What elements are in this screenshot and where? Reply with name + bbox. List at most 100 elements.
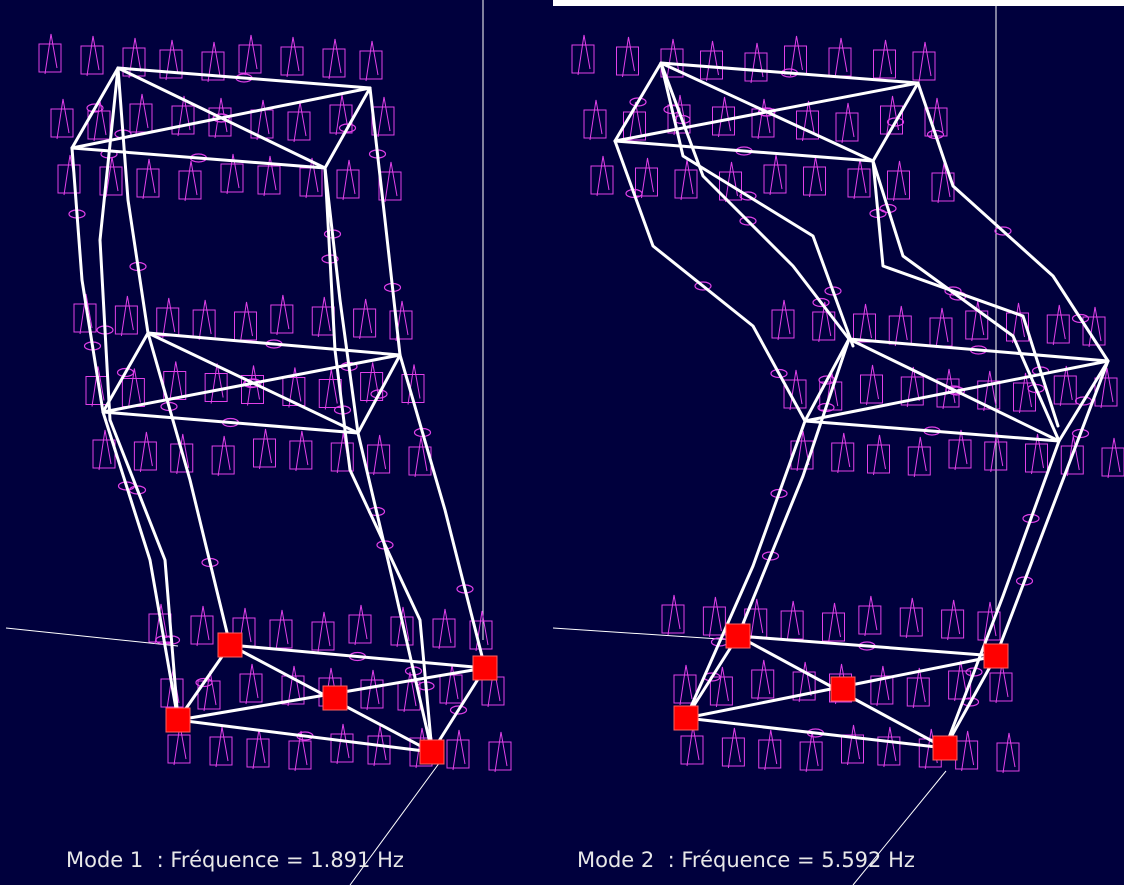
slab-element-marker <box>996 742 1020 772</box>
member-element-marker <box>116 367 135 378</box>
slab-element-glyph <box>596 155 610 197</box>
mode-1-caption: Mode 1 : Fréquence = 1.891 Hz <box>66 848 404 872</box>
slab-element-glyph <box>403 671 417 713</box>
member-element-marker <box>195 677 213 688</box>
slab-element-glyph <box>154 603 168 645</box>
slab-element-marker <box>571 44 595 74</box>
slab-element-marker <box>253 438 276 468</box>
frame-member <box>659 61 920 85</box>
slab-element-marker <box>929 317 953 347</box>
slab-element-glyph <box>256 99 270 141</box>
frame-member <box>98 66 180 722</box>
slab-element-glyph <box>667 594 681 636</box>
slab-element-glyph <box>809 156 822 198</box>
slab-element-glyph <box>366 362 380 403</box>
slab-element-glyph <box>263 155 277 197</box>
slab-element-marker <box>955 740 979 770</box>
slab-element-marker <box>367 444 391 474</box>
slab-element-marker <box>299 167 323 197</box>
slab-element-marker <box>114 305 138 335</box>
slab-element-marker <box>907 446 931 476</box>
member-element-marker <box>947 386 966 396</box>
slab-element-marker <box>353 308 377 338</box>
slab-element-glyph <box>947 599 961 641</box>
slab-element-marker <box>1013 382 1036 412</box>
slab-element-marker <box>239 673 263 703</box>
support-node <box>983 643 1009 669</box>
slab-element-marker <box>873 49 896 79</box>
slab-element-marker <box>721 737 745 767</box>
slab-element-glyph <box>196 605 210 647</box>
support-node <box>165 707 191 733</box>
frame-member <box>613 139 807 720</box>
support-node <box>419 739 445 765</box>
frame-member <box>70 146 327 170</box>
slab-element-marker <box>38 43 62 73</box>
slab-element-glyph <box>366 669 380 711</box>
slab-element-glyph <box>226 153 240 195</box>
slab-element-glyph <box>295 430 309 472</box>
frame-member <box>101 331 150 414</box>
slab-element-glyph <box>757 659 771 701</box>
slab-element-glyph <box>288 367 302 408</box>
slab-element-glyph <box>841 102 855 144</box>
slab-element-glyph <box>207 41 221 83</box>
slab-element-glyph <box>622 36 635 78</box>
frame-member <box>943 654 998 750</box>
slab-element-glyph <box>906 366 920 408</box>
slab-element-glyph <box>354 604 368 646</box>
slab-element-glyph <box>317 611 331 653</box>
slab-element-marker <box>360 679 384 709</box>
frame-member <box>228 643 487 670</box>
member-element-marker <box>944 286 962 296</box>
slab-element-glyph <box>275 609 289 651</box>
slab-element-marker <box>1025 443 1048 473</box>
slab-element-glyph <box>177 95 191 137</box>
slab-element-glyph <box>244 34 258 76</box>
member-element-marker <box>212 113 230 123</box>
slab-element-glyph <box>859 303 872 345</box>
slab-element-glyph <box>853 158 867 200</box>
slab-element-glyph <box>1107 437 1121 479</box>
slab-element-marker <box>702 606 726 636</box>
slab-element-glyph <box>935 307 949 349</box>
slab-element-glyph <box>876 665 890 707</box>
slab-element-marker <box>80 45 104 75</box>
slab-element-glyph <box>176 433 190 475</box>
slab-element-glyph <box>1012 302 1025 344</box>
slab-element-glyph <box>577 34 591 76</box>
frame-member <box>368 86 487 670</box>
slab-element-glyph <box>336 723 350 765</box>
slab-element-glyph <box>883 726 897 768</box>
slab-element-marker <box>887 170 910 200</box>
slab-element-marker <box>133 441 157 471</box>
slab-element-marker <box>280 46 304 76</box>
slab-element-glyph <box>1059 365 1073 407</box>
frame-members <box>70 66 487 754</box>
diagonal-axis-line <box>852 770 947 885</box>
slab-element-marker <box>167 734 191 764</box>
slab-element-glyph <box>91 366 105 407</box>
slab-element-glyph <box>44 33 58 75</box>
slab-element-marker <box>432 618 456 648</box>
slab-element-glyph <box>359 298 373 340</box>
slab-element-marker <box>912 51 936 81</box>
slab-element-marker <box>50 108 74 138</box>
slab-element-glyph <box>286 36 300 78</box>
slab-element-glyph <box>169 361 183 402</box>
slab-element-glyph <box>847 724 860 766</box>
slab-element-glyph <box>1031 433 1044 475</box>
slab-element-marker <box>99 166 123 196</box>
member-element-marker <box>1071 313 1090 324</box>
slab-element-marker <box>858 605 882 635</box>
slab-element-glyph <box>918 41 932 83</box>
frame-member <box>613 139 875 163</box>
frame-member <box>70 86 372 150</box>
slab-element-glyph <box>802 100 815 142</box>
slab-element-glyph <box>983 601 997 643</box>
slab-element-glyph <box>105 156 119 198</box>
slab-element-marker <box>941 609 965 639</box>
slab-element-glyph <box>905 597 919 639</box>
slab-element-marker <box>359 50 383 80</box>
slab-element-marker <box>847 168 871 198</box>
